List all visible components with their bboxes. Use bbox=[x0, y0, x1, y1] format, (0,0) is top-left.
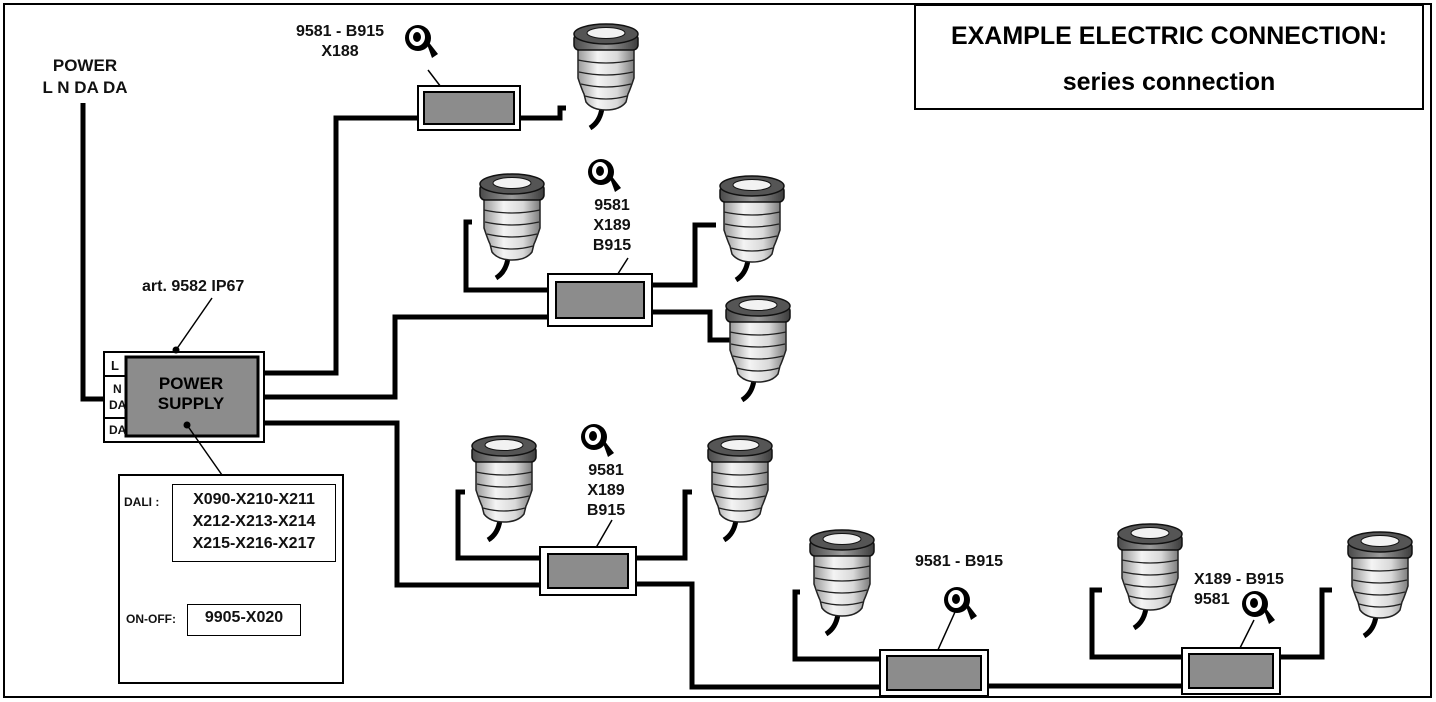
branch-2-code: 9581 X189 B915 bbox=[592, 197, 632, 254]
junction-box-3 bbox=[539, 546, 637, 596]
dali-label: DALI : bbox=[124, 495, 160, 509]
outer-frame bbox=[3, 3, 1432, 698]
lamp-icon bbox=[472, 436, 536, 540]
lamp-icon bbox=[480, 174, 544, 278]
wire-branch-2-out-a bbox=[652, 222, 716, 288]
onoff-code: 9905-X020 bbox=[204, 609, 284, 626]
branch-1-code: 9581 - B915 X188 bbox=[295, 23, 385, 60]
wire-branch-3-in-lamp bbox=[455, 489, 542, 561]
wire-branch-4-in-lamp bbox=[792, 589, 882, 662]
lamp-icon bbox=[810, 530, 874, 634]
wire-branch-1-out bbox=[520, 105, 566, 121]
tape-icon bbox=[405, 25, 438, 58]
power-label: POWER L N DA DA bbox=[42, 56, 128, 97]
wire-branch-3 bbox=[263, 420, 542, 588]
dali-codes: X090-X210-X211 X212-X213-X214 X215-X216-… bbox=[192, 491, 316, 552]
lamp-icon bbox=[720, 176, 784, 280]
onoff-label: ON-OFF: bbox=[126, 612, 176, 626]
onoff-code-box bbox=[187, 604, 301, 636]
lamp-icon bbox=[726, 296, 790, 400]
wire-branch-3-to-4 bbox=[634, 581, 882, 690]
wire-branch-2-in-lamp bbox=[463, 219, 550, 293]
branch-4-code: 9581 - B915 bbox=[915, 553, 1004, 570]
wire-branch-5-out-lamp bbox=[1278, 587, 1332, 660]
lamp-icon bbox=[574, 24, 638, 128]
power-input-wire bbox=[80, 103, 108, 402]
terminal-da-2: DA bbox=[109, 423, 127, 437]
power-supply-box bbox=[124, 355, 260, 438]
terminal-da-1: DA bbox=[109, 398, 127, 412]
leader-info bbox=[186, 424, 223, 476]
tape-icon bbox=[944, 587, 977, 620]
wire-branch-3-out-lamp bbox=[634, 489, 692, 561]
article-label: art. 9582 IP67 bbox=[142, 278, 245, 295]
tape-icon bbox=[588, 159, 621, 192]
leader-article bbox=[175, 297, 213, 351]
lamp-icon bbox=[708, 436, 772, 540]
title-line-2: series connection bbox=[1062, 68, 1276, 96]
wires bbox=[80, 103, 1332, 690]
dali-codes-box bbox=[172, 484, 336, 562]
lamp-icon bbox=[1348, 532, 1412, 636]
junction-box-4 bbox=[879, 649, 989, 697]
title-box: EXAMPLE ELECTRIC CONNECTION: series conn… bbox=[914, 4, 1424, 110]
lamp-icon bbox=[1118, 524, 1182, 628]
terminal-l: L bbox=[111, 358, 119, 373]
title-line-1: EXAMPLE ELECTRIC CONNECTION: bbox=[950, 22, 1388, 50]
wire-branch-5-in-lamp bbox=[1089, 587, 1184, 660]
power-supply-label: POWER SUPPLY bbox=[157, 374, 225, 413]
tape-icon bbox=[581, 424, 614, 457]
terminal-n: N bbox=[113, 382, 122, 396]
branch-5-code: X189 - B915 9581 bbox=[1194, 571, 1284, 608]
junction-box-2 bbox=[547, 273, 653, 327]
wire-branch-2-out-b bbox=[652, 309, 736, 343]
wire-branch-1 bbox=[263, 115, 420, 376]
branch-3-code: 9581 X189 B915 bbox=[586, 462, 626, 519]
wire-branch-2 bbox=[263, 314, 550, 400]
junction-box-1 bbox=[417, 85, 521, 131]
junction-box-5 bbox=[1181, 647, 1281, 695]
